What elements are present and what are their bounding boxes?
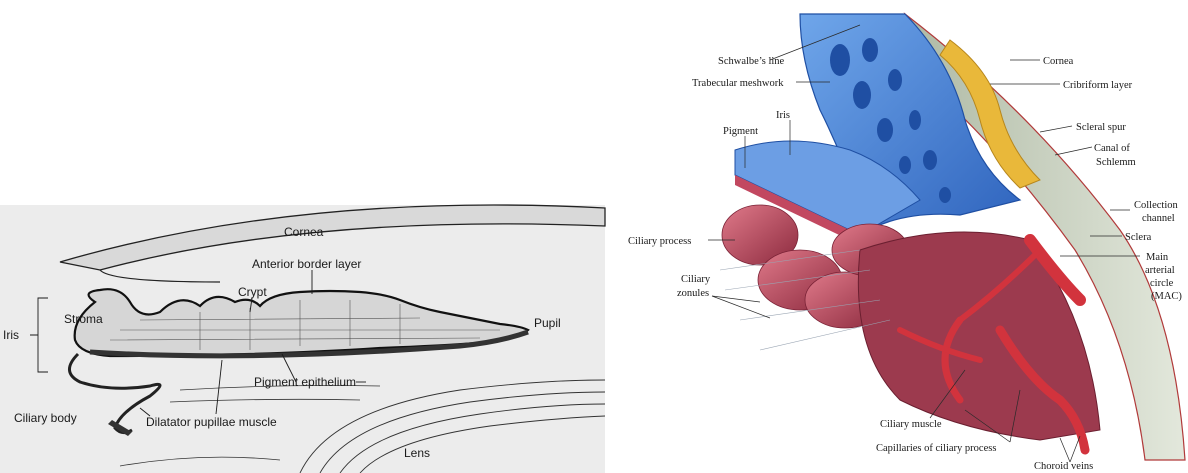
ciliary-muscle-label: Ciliary muscle — [880, 419, 942, 430]
choroid-veins-leader-1 — [1070, 436, 1080, 462]
collection-channel-label-2: channel — [1142, 213, 1175, 224]
capillaries-label: Capillaries of ciliary process — [876, 443, 996, 454]
ciliary-zonules-label-1: Ciliary — [681, 274, 711, 285]
dilatator-pupillae-muscle-label: Dilatator pupillae muscle — [146, 415, 277, 429]
anterior-chamber-angle-diagram: Schwalbe’s line Trabecular meshwork Iris… — [628, 14, 1185, 472]
anterior-border-layer-label: Anterior border layer — [252, 257, 361, 271]
canal-of-schlemm-leader — [1055, 147, 1092, 155]
cribriform-layer-label: Cribriform layer — [1063, 80, 1133, 91]
stroma-label: Stroma — [64, 312, 103, 326]
crypt-label: Crypt — [238, 285, 267, 299]
ciliary-zonules-label-2: zonules — [677, 288, 709, 299]
choroid-veins-label: Choroid veins — [1034, 461, 1093, 472]
pigment-label: Pigment — [723, 126, 758, 137]
scleral-spur-label: Scleral spur — [1076, 122, 1126, 133]
canal-of-schlemm-label-2: Schlemm — [1096, 157, 1136, 168]
scleral-spur-leader — [1040, 126, 1072, 132]
schwalbes-line-label: Schwalbe’s line — [718, 56, 785, 67]
iris-label-right: Iris — [776, 110, 790, 121]
sclera-label: Sclera — [1125, 232, 1152, 243]
lens-label: Lens — [404, 446, 430, 460]
ciliary-process-label: Ciliary process — [628, 236, 691, 247]
choroid-veins-leader-2 — [1060, 438, 1070, 462]
cornea-label-right: Cornea — [1043, 56, 1074, 67]
mac-label-3: circle — [1150, 278, 1174, 289]
mac-label-2: arterial — [1145, 265, 1175, 276]
ciliary-body-label: Ciliary body — [14, 411, 77, 425]
mac-label-4: (MAC) — [1151, 291, 1182, 302]
iris-label: Iris — [3, 328, 19, 342]
trabecular-meshwork-label: Trabecular meshwork — [692, 78, 784, 89]
pigment-epithelium-label: Pigment epithelium — [254, 375, 356, 389]
canal-of-schlemm-label-1: Canal of — [1094, 143, 1130, 154]
cornea-label: Cornea — [284, 225, 324, 239]
mac-label-1: Main — [1146, 252, 1169, 263]
iris-cross-section-diagram: Cornea Anterior border layer Crypt Strom… — [0, 205, 605, 473]
collection-channel-label-1: Collection — [1134, 200, 1178, 211]
pupil-label: Pupil — [534, 316, 561, 330]
